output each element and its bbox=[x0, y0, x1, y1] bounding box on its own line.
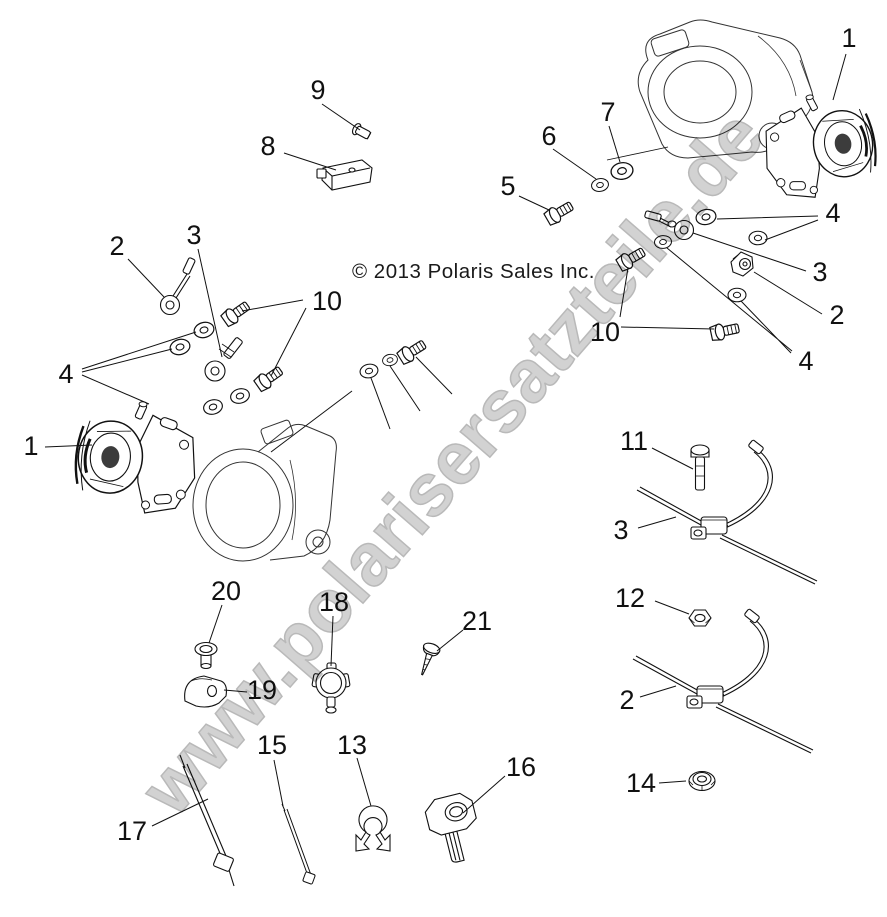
callout-12: 12 bbox=[615, 583, 645, 613]
brake-caliper-left bbox=[69, 393, 204, 520]
callout-14: 14 bbox=[626, 768, 656, 798]
callout-9: 9 bbox=[310, 75, 325, 105]
callout-3-line: 3 bbox=[613, 515, 628, 545]
callout-3-right: 3 bbox=[812, 257, 827, 287]
callout-1-left: 1 bbox=[23, 431, 38, 461]
callout-5-right: 5 bbox=[500, 171, 515, 201]
callout-10-left: 10 bbox=[312, 286, 342, 316]
copyright-text: © 2013 Polaris Sales Inc. bbox=[352, 260, 595, 283]
callout-16: 16 bbox=[506, 752, 536, 782]
bolt-11 bbox=[690, 444, 710, 491]
callout-18: 18 bbox=[319, 587, 349, 617]
callout-2-line: 2 bbox=[619, 685, 634, 715]
brake-line-assembly-2 bbox=[632, 607, 814, 754]
brake-caliper-right bbox=[754, 83, 884, 206]
callout-2-right: 2 bbox=[829, 300, 844, 330]
callout-10-right: 10 bbox=[590, 317, 620, 347]
callout-2-left: 2 bbox=[109, 231, 124, 261]
callout-7-right: 7 bbox=[600, 97, 615, 127]
hose-end-left-2 bbox=[159, 257, 196, 316]
callout-21: 21 bbox=[462, 606, 492, 636]
omega-clip-13 bbox=[355, 805, 391, 852]
callout-3-left: 3 bbox=[186, 220, 201, 250]
fitting-16 bbox=[424, 792, 477, 863]
bolts bbox=[219, 197, 741, 394]
callout-19: 19 bbox=[247, 675, 277, 705]
nut-12 bbox=[688, 609, 712, 627]
leader-lines bbox=[44, 53, 847, 827]
callout-20: 20 bbox=[211, 576, 241, 606]
callout-11: 11 bbox=[620, 426, 648, 456]
callout-4-right-top: 4 bbox=[825, 198, 840, 228]
clamp-19 bbox=[184, 675, 227, 708]
clamp-right-2 bbox=[730, 251, 754, 277]
cable-tie-15 bbox=[281, 803, 316, 885]
callout-6-right: 6 bbox=[541, 121, 556, 151]
callout-4-right-bottom: 4 bbox=[798, 346, 813, 376]
grommet-rivet-20 bbox=[194, 641, 218, 670]
callout-15: 15 bbox=[257, 730, 287, 760]
hose-end-right-3 bbox=[644, 210, 695, 241]
callout-labels: 9 8 1 7 6 5 2 3 10 4 3 2 10 4 4 1 11 3 1… bbox=[23, 23, 856, 846]
callout-4-left: 4 bbox=[58, 359, 73, 389]
brake-line-assembly-3 bbox=[636, 438, 818, 585]
callout-8: 8 bbox=[260, 131, 275, 161]
callout-13: 13 bbox=[337, 730, 367, 760]
knuckle-housing-left bbox=[192, 419, 337, 562]
cable-tie-17 bbox=[179, 754, 235, 887]
banjo-bolt-left-3 bbox=[204, 337, 243, 382]
flange-nut-14 bbox=[688, 770, 716, 792]
callout-1-right: 1 bbox=[841, 23, 856, 53]
callout-17: 17 bbox=[117, 816, 147, 846]
ring-clamp-18 bbox=[311, 662, 351, 714]
pad-block-8 bbox=[316, 159, 373, 191]
screw-9 bbox=[351, 123, 372, 140]
screw-21 bbox=[421, 642, 441, 676]
